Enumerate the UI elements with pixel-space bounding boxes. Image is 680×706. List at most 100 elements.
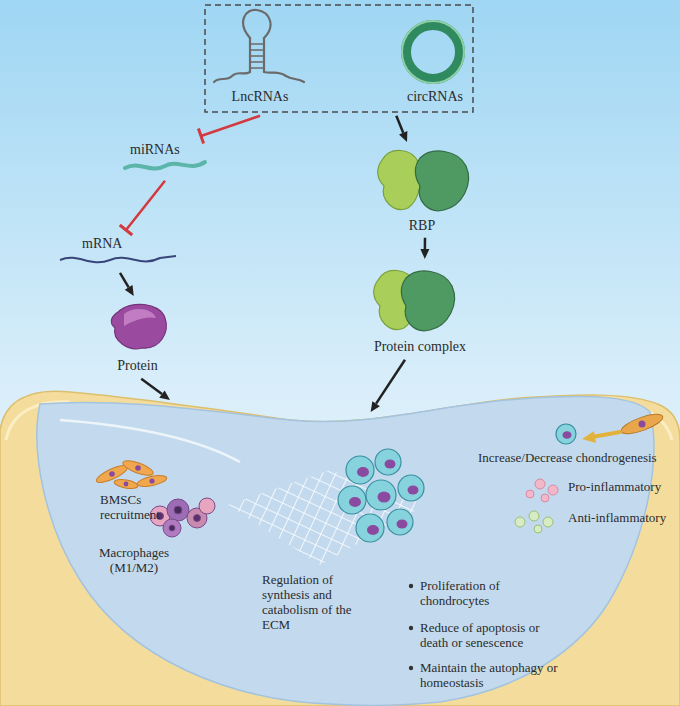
protein-node: RBP xyxy=(372,146,472,235)
rna-node: miRNAs xyxy=(120,140,210,177)
connector xyxy=(420,238,429,259)
chondrocyte-nuclei xyxy=(349,431,572,535)
pro-inflammatory-dots xyxy=(526,479,558,502)
connector xyxy=(396,116,407,142)
connector-line xyxy=(201,116,260,136)
annotation-text: Proliferation of chondrocytes xyxy=(420,578,560,608)
annotation-text: Pro-inflammatory xyxy=(568,479,674,494)
bone-outline xyxy=(0,391,680,706)
arrowhead xyxy=(420,249,429,259)
complex-blob xyxy=(402,271,455,331)
bmsc-cell xyxy=(136,473,167,488)
bmsc-cells xyxy=(94,458,167,490)
connector-line xyxy=(141,379,162,394)
bmsc-cell xyxy=(113,478,138,490)
connector xyxy=(371,360,405,412)
annotation-text: Increase/Decrease chondrogenesis xyxy=(478,450,673,465)
node-label: Protein complex xyxy=(374,339,466,356)
arrowhead xyxy=(371,401,380,412)
group-frame xyxy=(205,5,473,112)
connector-line xyxy=(396,116,403,133)
cytokine-dot xyxy=(548,485,558,495)
connector-line xyxy=(424,238,427,249)
protein-node: Protein complex xyxy=(360,262,480,356)
cell-nucleus xyxy=(367,525,379,535)
protein-highlight xyxy=(124,309,156,326)
cytokine-dot xyxy=(526,490,534,498)
chondrocyte xyxy=(338,486,366,514)
connector-line xyxy=(126,181,165,230)
bmsc-cell xyxy=(121,458,154,478)
cell-nucleus xyxy=(385,460,396,469)
connector-line xyxy=(120,273,129,288)
cell-nucleus xyxy=(563,431,572,439)
cytokine-dot xyxy=(535,479,545,489)
chondrocyte xyxy=(556,424,576,444)
node-label: mRNA xyxy=(82,236,122,253)
chondrocytes xyxy=(338,424,576,542)
cell-nucleus xyxy=(124,482,129,487)
lncrna-hairpin xyxy=(214,10,304,82)
annotation-text: Reduce of apoptosis or death or senescen… xyxy=(420,620,560,650)
chondrocyte xyxy=(398,475,424,501)
annotation-text: Regulation of synthesis and catabolism o… xyxy=(262,572,352,632)
cell-nucleus xyxy=(174,506,182,514)
cell-nucleus xyxy=(378,492,391,503)
rna-node: LncRNAs xyxy=(212,14,308,106)
chondrocyte xyxy=(356,514,384,542)
cell-nucleus xyxy=(408,486,419,495)
bullet xyxy=(409,666,413,670)
macrophage xyxy=(167,499,189,521)
annotation-text: Macrophages (M1/M2) xyxy=(88,545,180,575)
bullet xyxy=(409,626,413,630)
hairpin-tail xyxy=(264,72,304,82)
protein-blob xyxy=(111,304,166,348)
arrowhead xyxy=(159,390,170,400)
macrophage xyxy=(163,519,181,537)
cytokine-dot xyxy=(529,511,539,521)
joint-region: BMSCs recruitmentMacrophages (M1/M2) Regu… xyxy=(0,398,680,706)
inhibition-bar xyxy=(120,225,133,235)
cytokine-dot xyxy=(515,517,525,527)
annotation-text: Anti-inflammatory xyxy=(568,510,674,525)
cell-nucleus xyxy=(135,465,141,471)
cell-nucleus xyxy=(109,471,115,477)
node-label: miRNAs xyxy=(130,142,180,159)
migration-arrowhead xyxy=(582,431,596,443)
arrowhead xyxy=(125,285,134,296)
arrowhead xyxy=(399,131,407,142)
connector xyxy=(198,116,260,144)
migration-arrow xyxy=(592,432,620,437)
node-label: Protein xyxy=(117,358,157,375)
chondrocyte xyxy=(387,509,413,535)
bullet xyxy=(409,584,413,588)
hairpin-rungs xyxy=(250,44,264,68)
bullets xyxy=(409,584,413,670)
connector-line xyxy=(376,360,405,404)
cytokine-dot xyxy=(541,494,549,502)
rbp-blob xyxy=(378,150,421,209)
anti-inflammatory-dots xyxy=(515,511,553,533)
cytokine-dot xyxy=(543,517,553,527)
cell-nucleus xyxy=(349,497,361,507)
migrating-cell xyxy=(619,410,665,437)
mirna-strand xyxy=(125,162,205,169)
protein-node: Protein xyxy=(100,300,175,375)
macrophage xyxy=(199,498,215,514)
cell-nucleus xyxy=(194,515,201,522)
cell-nucleus xyxy=(169,525,175,531)
circrna-ring-rim xyxy=(402,21,464,83)
cell-nucleus xyxy=(357,467,369,477)
connector xyxy=(120,181,165,235)
cytokine-dot xyxy=(534,525,542,533)
hairpin-loop xyxy=(243,10,270,38)
chondrocyte xyxy=(346,456,374,484)
chondrocyte xyxy=(366,480,396,510)
node-label: RBP xyxy=(409,218,435,235)
circrna-ring xyxy=(406,25,460,79)
connector xyxy=(120,273,134,296)
inhibition-bar xyxy=(198,128,203,143)
rbp-blob xyxy=(416,151,469,211)
annotation-text: BMSCs recruitment xyxy=(100,492,182,522)
